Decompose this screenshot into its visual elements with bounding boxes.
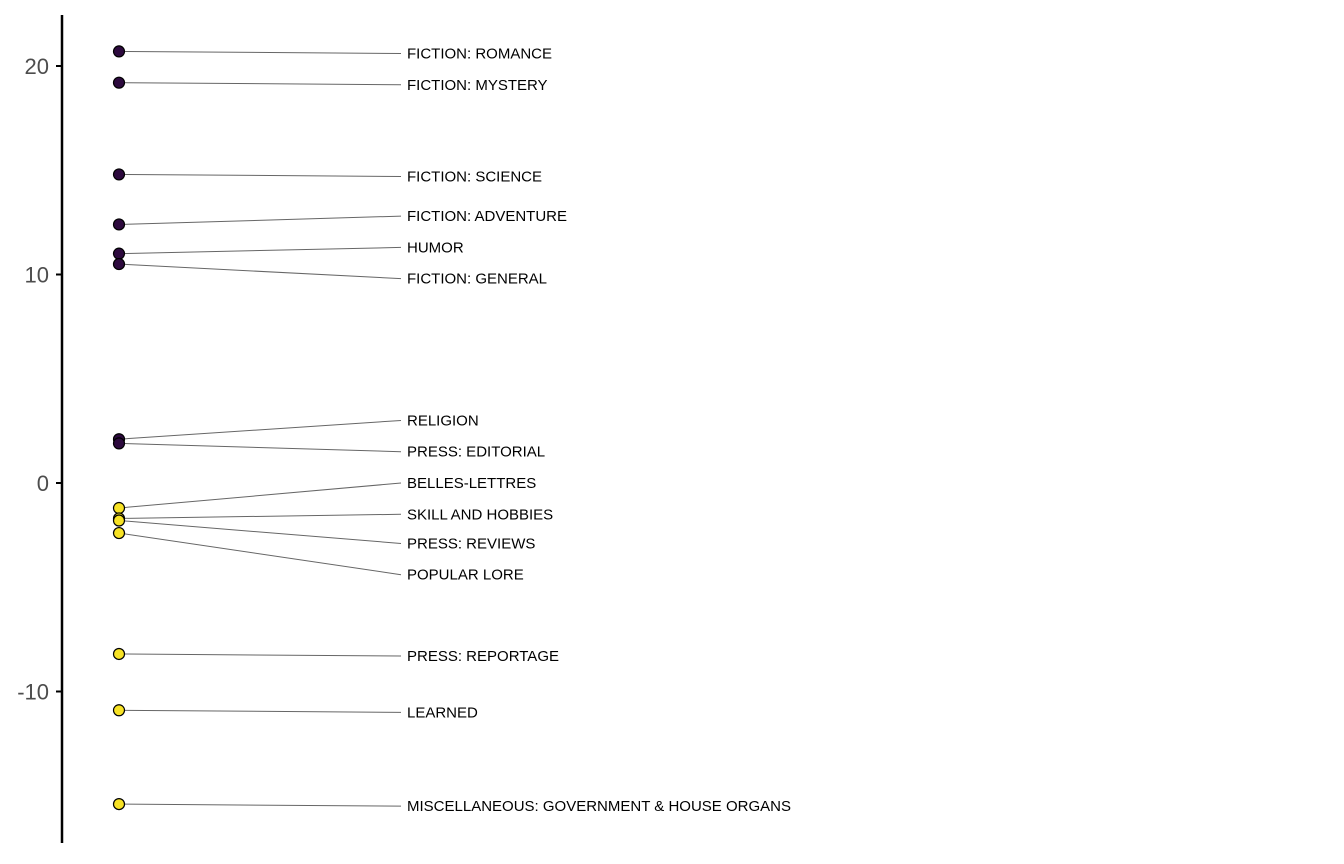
data-point bbox=[112, 247, 126, 260]
category-label: MISCELLANEOUS: GOVERNMENT & HOUSE ORGANS bbox=[407, 798, 791, 815]
data-point bbox=[112, 526, 126, 540]
category-label: PRESS: EDITORIAL bbox=[407, 444, 545, 461]
leader-line bbox=[118, 82, 402, 86]
leader-line bbox=[118, 50, 402, 54]
leader-line bbox=[118, 482, 402, 509]
category-label: SKILL AND HOBBIES bbox=[407, 506, 553, 523]
leader-line bbox=[118, 173, 402, 178]
data-point bbox=[112, 218, 126, 231]
leader-line bbox=[118, 513, 402, 519]
leader-line bbox=[118, 653, 402, 657]
leader-line bbox=[118, 520, 402, 544]
y-tick-label: 10 bbox=[25, 263, 49, 288]
data-point bbox=[112, 168, 126, 181]
data-points bbox=[112, 45, 126, 811]
category-label: HUMOR bbox=[407, 239, 464, 256]
category-labels: FICTION: ROMANCE FICTION: MYSTERY FICTION:… bbox=[407, 45, 791, 815]
category-label: BELLES-LETTRES bbox=[407, 475, 536, 492]
data-point bbox=[112, 257, 126, 271]
leader-line bbox=[118, 419, 402, 440]
leader-lines bbox=[118, 50, 402, 807]
data-point bbox=[112, 704, 126, 717]
leader-line bbox=[118, 442, 402, 453]
category-label: FICTION: ROMANCE bbox=[407, 45, 552, 62]
leader-line bbox=[118, 532, 402, 576]
data-point bbox=[112, 514, 126, 527]
data-point bbox=[112, 501, 126, 515]
leader-line bbox=[118, 215, 402, 225]
category-label: FICTION: SCIENCE bbox=[407, 169, 542, 186]
data-point bbox=[112, 45, 126, 58]
leader-line bbox=[118, 246, 402, 255]
category-label: RELIGION bbox=[407, 412, 479, 429]
y-tick-label: 0 bbox=[37, 471, 49, 496]
category-label: POPULAR LORE bbox=[407, 567, 524, 584]
leader-line bbox=[118, 263, 402, 280]
y-tick-label: -10 bbox=[17, 680, 49, 705]
y-tick-label: 20 bbox=[25, 54, 49, 79]
category-label: LEARNED bbox=[407, 704, 478, 721]
data-point bbox=[112, 437, 126, 450]
data-point bbox=[112, 797, 126, 811]
data-point bbox=[112, 76, 126, 89]
leader-line bbox=[118, 709, 402, 713]
category-label: FICTION: ADVENTURE bbox=[407, 208, 567, 225]
category-label: FICTION: GENERAL bbox=[407, 271, 547, 288]
data-point bbox=[112, 647, 126, 661]
category-label: PRESS: REPORTAGE bbox=[407, 648, 559, 665]
category-label: PRESS: REVIEWS bbox=[407, 535, 535, 552]
leader-line bbox=[118, 803, 402, 807]
y-axis-ticks: 20 10 0 -10 bbox=[17, 54, 62, 705]
category-label: FICTION: MYSTERY bbox=[407, 77, 548, 94]
